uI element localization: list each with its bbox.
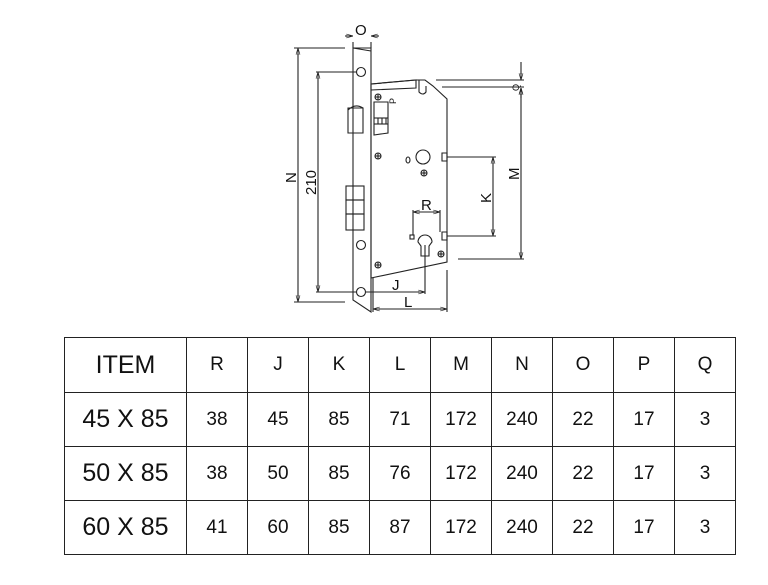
cell-L: 71 <box>369 392 431 447</box>
cell-K: 85 <box>308 392 370 447</box>
cell-M: 172 <box>430 446 492 501</box>
cylinder-hole <box>417 234 433 257</box>
cell-P: 17 <box>613 500 675 555</box>
cell-item: 50 X 85 <box>64 446 187 501</box>
label-L: L <box>404 294 412 311</box>
cell-O: 22 <box>552 446 614 501</box>
header-R: R <box>186 337 248 393</box>
cell-M: 172 <box>430 500 492 555</box>
dimension-spec-table: ITEM R J K L M N O P Q 45 X 85 38 45 85 … <box>64 337 736 555</box>
header-item: ITEM <box>64 337 187 393</box>
cell-L: 87 <box>369 500 431 555</box>
label-M: M <box>506 168 523 181</box>
header-N: N <box>491 337 553 393</box>
cell-P: 17 <box>613 392 675 447</box>
deadbolt <box>345 185 365 201</box>
cell-P: 17 <box>613 446 675 501</box>
cell-J: 50 <box>247 446 309 501</box>
cell-N: 240 <box>491 446 553 501</box>
header-P: P <box>613 337 675 393</box>
cell-L: 76 <box>369 446 431 501</box>
table-row: 60 X 85 41 60 85 87 172 240 22 17 3 <box>64 500 736 555</box>
header-K: K <box>308 337 370 393</box>
cell-Q: 3 <box>674 446 736 501</box>
label-P: P <box>388 98 398 104</box>
table-row: 45 X 85 38 45 85 71 172 240 22 17 3 <box>64 392 736 447</box>
cell-R: 38 <box>186 392 248 447</box>
cell-J: 60 <box>247 500 309 555</box>
header-J: J <box>247 337 309 393</box>
faceplate-hole-top <box>355 66 367 78</box>
cell-R: 38 <box>186 446 248 501</box>
lock-dimension-drawing: O N 210 J L K R M P Q <box>283 22 524 314</box>
label-N: N <box>283 172 300 183</box>
cell-item: 45 X 85 <box>64 392 187 447</box>
table-header-row: ITEM R J K L M N O P Q <box>64 337 736 393</box>
latch-bolt <box>347 107 364 134</box>
header-O: O <box>552 337 614 393</box>
cell-N: 240 <box>491 392 553 447</box>
cell-K: 85 <box>308 500 370 555</box>
faceplate-hole-mid <box>355 239 367 251</box>
label-Q: Q <box>511 84 521 91</box>
cell-Q: 3 <box>674 392 736 447</box>
table-row: 50 X 85 38 50 85 76 172 240 22 17 3 <box>64 446 736 501</box>
cell-O: 22 <box>552 392 614 447</box>
cell-O: 22 <box>552 500 614 555</box>
label-210: 210 <box>303 170 320 195</box>
cell-item: 60 X 85 <box>64 500 187 555</box>
label-O: O <box>355 22 367 39</box>
cell-N: 240 <box>491 500 553 555</box>
header-M: M <box>430 337 492 393</box>
cell-Q: 3 <box>674 500 736 555</box>
faceplate-hole-bottom <box>355 286 367 298</box>
faceplate <box>352 47 372 314</box>
spindle-hole <box>415 149 431 165</box>
lock-case <box>370 79 448 279</box>
header-Q: Q <box>674 337 736 393</box>
cell-J: 45 <box>247 392 309 447</box>
cell-K: 85 <box>308 446 370 501</box>
label-J: J <box>392 277 400 294</box>
label-R: R <box>421 197 432 214</box>
header-L: L <box>369 337 431 393</box>
cell-R: 41 <box>186 500 248 555</box>
label-K: K <box>478 193 495 203</box>
cell-M: 172 <box>430 392 492 447</box>
